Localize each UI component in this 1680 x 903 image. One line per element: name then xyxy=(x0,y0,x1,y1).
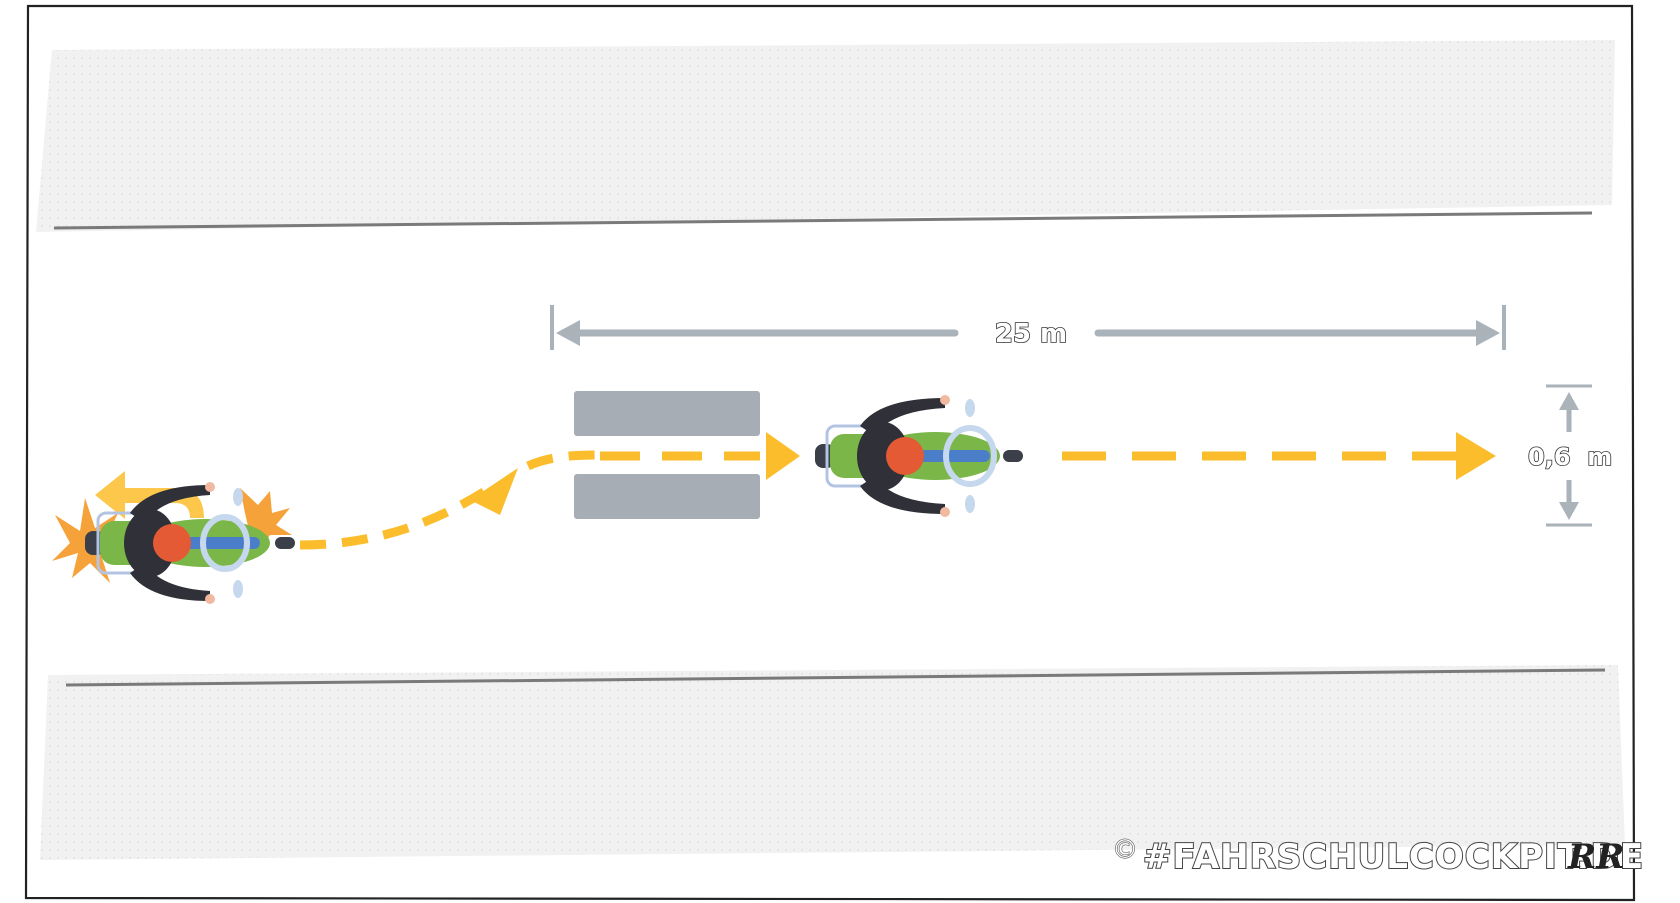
sidewalk-top xyxy=(36,40,1615,232)
road-edge-top xyxy=(53,211,1593,230)
distance-measure: 25 m xyxy=(550,305,1506,350)
road-edge-bottom xyxy=(65,668,1606,687)
path-entry xyxy=(526,450,601,471)
gate-block-bottom xyxy=(574,474,760,519)
path-exit-arrowhead xyxy=(1456,432,1496,480)
motorcycle-left xyxy=(52,471,295,604)
distance-label: 25 m xyxy=(995,319,1067,349)
path-curve xyxy=(299,484,493,550)
motorcycle-middle xyxy=(815,395,1023,517)
sidewalk-bottom xyxy=(40,665,1625,860)
copyright-symbol: © xyxy=(1112,835,1138,865)
gap-label: 0,6 m xyxy=(1528,443,1612,471)
rider-helmet-left xyxy=(153,524,191,562)
rider-helmet-middle xyxy=(886,437,924,475)
frame-border xyxy=(24,4,1636,902)
path-gate-arrowhead xyxy=(766,432,800,480)
turn-back-arrow-icon xyxy=(95,471,204,519)
gap-measure: 0,6 m xyxy=(1527,384,1613,527)
footer-branding: © #FAHRSCHULCOCKPIT.DE RR xyxy=(1111,834,1644,878)
path-curve-arrowhead xyxy=(470,468,518,515)
signature: RR xyxy=(1567,837,1625,877)
brand-text: #FAHRSCHULCOCKPIT.DE xyxy=(1143,837,1644,877)
gate-block-top xyxy=(574,391,760,436)
